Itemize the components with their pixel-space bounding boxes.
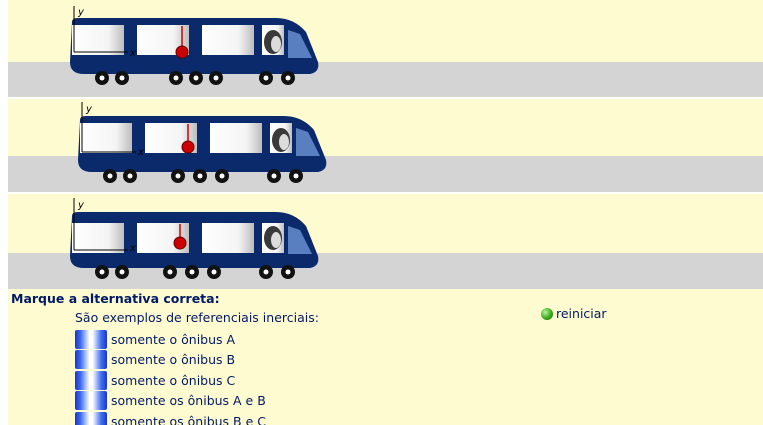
option-label[interactable]: somente o ônibus C xyxy=(111,372,236,388)
bus-c-pendulum-bob xyxy=(173,236,187,250)
radio-button-icon[interactable] xyxy=(75,329,107,349)
bus-a-y-label: y xyxy=(77,7,85,18)
option-d[interactable]: somente os ônibus A e B xyxy=(75,391,266,412)
bus-b-body xyxy=(78,116,327,172)
option-label[interactable]: somente o ônibus A xyxy=(111,331,236,347)
radio-button-icon[interactable] xyxy=(75,391,107,411)
bus-a-passenger-icon xyxy=(264,30,282,54)
bus-a-wheels xyxy=(95,71,295,85)
option-label[interactable]: somente os ônibus A e B xyxy=(111,393,266,409)
bus-a-pendulum-bob xyxy=(175,45,189,59)
restart-label[interactable]: reiniciar xyxy=(556,306,607,321)
option-a[interactable]: somente o ônibus A xyxy=(75,329,266,350)
green-dot-icon[interactable] xyxy=(541,307,553,320)
bus-c-passenger-icon xyxy=(264,226,282,250)
bus-c-x-label: x xyxy=(129,243,136,254)
radio-button-icon[interactable] xyxy=(75,411,107,425)
radio-button-icon[interactable] xyxy=(75,370,107,390)
simulation-stage: y x y x xyxy=(8,0,763,425)
answer-options: somente o ônibus A somente o ônibus B so… xyxy=(75,329,266,425)
restart-button[interactable]: reiniciar xyxy=(541,306,607,321)
lane-separator xyxy=(8,97,763,99)
bus-c-body xyxy=(70,212,319,268)
bus-b-y-label: y xyxy=(85,104,93,115)
option-label[interactable]: somente os ônibus B e C xyxy=(111,413,266,425)
option-c[interactable]: somente o ônibus C xyxy=(75,370,266,391)
bus-b-x-label: x xyxy=(137,147,144,158)
bus-b: y x xyxy=(78,102,327,183)
option-b[interactable]: somente o ônibus B xyxy=(75,350,266,371)
bus-c-wheels xyxy=(95,265,295,279)
quiz-prompt: São exemplos de referenciais inerciais: xyxy=(75,310,319,325)
lane-separator xyxy=(8,192,763,194)
bus-c-y-label: y xyxy=(77,200,85,211)
bus-b-passenger-icon xyxy=(272,128,290,152)
radio-button-icon[interactable] xyxy=(75,350,107,370)
bus-a: y x xyxy=(70,6,319,85)
bus-b-pendulum-bob xyxy=(181,140,195,154)
bus-b-wheels xyxy=(103,169,303,183)
bus-c: y x xyxy=(70,198,319,279)
bus-a-x-label: x xyxy=(129,48,136,59)
quiz-instruction: Marque a alternativa correta: xyxy=(11,291,220,306)
option-e[interactable]: somente os ônibus B e C xyxy=(75,411,266,425)
option-label[interactable]: somente o ônibus B xyxy=(111,352,236,368)
